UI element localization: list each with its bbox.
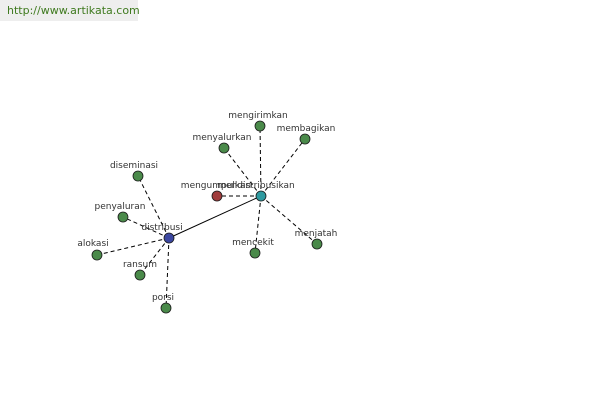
node-mengirimkan[interactable] bbox=[254, 120, 266, 132]
node-label-menjatah[interactable]: menjatah bbox=[295, 229, 338, 239]
node-label-mengirimkan[interactable]: mengirimkan bbox=[228, 111, 287, 121]
node-label-distribusi[interactable]: distribusi bbox=[141, 223, 182, 233]
node-diseminasi[interactable] bbox=[132, 170, 144, 182]
edge-distribusi-mendistribusikan bbox=[168, 195, 262, 239]
edge-mendistribusikan-menjatah bbox=[260, 195, 318, 245]
node-label-mencekit[interactable]: mencekit bbox=[232, 238, 274, 248]
node-label-mengumpulkan[interactable]: mengumpulkan bbox=[181, 181, 251, 191]
node-label-menyalurkan[interactable]: menyalurkan bbox=[192, 133, 251, 143]
node-mengumpulkan[interactable] bbox=[211, 190, 223, 202]
edge-distribusi-porsi bbox=[165, 237, 170, 309]
edges-layer bbox=[96, 125, 318, 309]
node-label-diseminasi[interactable]: diseminasi bbox=[110, 161, 158, 171]
node-penyaluran[interactable] bbox=[117, 211, 129, 223]
edge-mendistribusikan-menyalurkan bbox=[223, 147, 262, 197]
edge-distribusi-alokasi bbox=[96, 237, 170, 256]
node-mencekit[interactable] bbox=[249, 247, 261, 259]
node-porsi[interactable] bbox=[160, 302, 172, 314]
node-distribusi[interactable] bbox=[163, 232, 175, 244]
node-alokasi[interactable] bbox=[91, 249, 103, 261]
node-menjatah[interactable] bbox=[311, 238, 323, 250]
node-membagikan[interactable] bbox=[299, 133, 311, 145]
edge-mendistribusikan-mencekit bbox=[254, 195, 262, 254]
edge-distribusi-ransum bbox=[139, 237, 170, 276]
node-label-porsi[interactable]: porsi bbox=[152, 293, 174, 303]
node-label-ransum[interactable]: ransum bbox=[123, 260, 157, 270]
source-link[interactable]: http://www.artikata.com bbox=[0, 0, 140, 21]
node-menyalurkan[interactable] bbox=[218, 142, 230, 154]
edge-mendistribusikan-mengirimkan bbox=[259, 125, 262, 197]
edge-mendistribusikan-membagikan bbox=[260, 138, 306, 197]
node-label-membagikan[interactable]: membagikan bbox=[277, 124, 336, 134]
nodes-layer bbox=[91, 120, 323, 314]
edge-distribusi-penyaluran bbox=[122, 216, 170, 239]
node-ransum[interactable] bbox=[134, 269, 146, 281]
node-label-mendistribusikan[interactable]: mendistribusikan bbox=[217, 181, 295, 191]
node-mendistribusikan[interactable] bbox=[255, 190, 267, 202]
edge-distribusi-diseminasi bbox=[137, 175, 170, 239]
node-label-penyaluran[interactable]: penyaluran bbox=[95, 202, 146, 212]
node-label-alokasi[interactable]: alokasi bbox=[77, 239, 108, 249]
